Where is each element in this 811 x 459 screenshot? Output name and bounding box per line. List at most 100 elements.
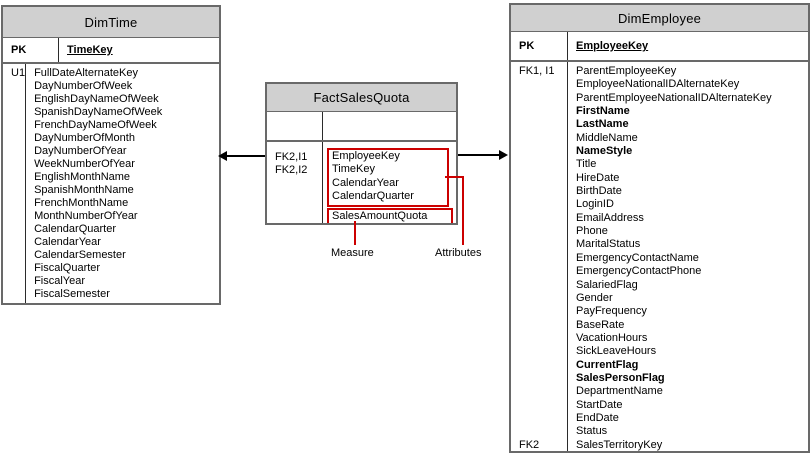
key-label [11, 236, 25, 249]
key-label: U1 [11, 67, 26, 79]
attribute-name: EmployeeNationalIDAlternateKey [576, 78, 740, 91]
attribute-name: ParentEmployeeNationalIDAlternateKey [576, 91, 772, 104]
attribute-name: CalendarQuarter [332, 190, 414, 203]
attribute-name: EmailAddress [576, 211, 644, 224]
attribute-name: BaseRate [576, 318, 625, 331]
key-label [519, 319, 567, 332]
key-label [11, 80, 25, 93]
attribute-name: SalesPersonFlag [576, 371, 665, 384]
key-label [11, 171, 25, 184]
pk-field: TimeKey [58, 38, 219, 62]
key-label [519, 292, 567, 305]
key-label [11, 93, 25, 106]
attribute-name: PayFrequency [576, 305, 647, 318]
attribute-name: EmployeeKey [332, 150, 400, 162]
attribute-name: SpanishMonthName [34, 184, 134, 196]
attribute-name: FiscalSemester [34, 288, 110, 300]
attributes-callout-line-horizontal [445, 176, 464, 178]
table-title: DimEmployee [511, 5, 808, 32]
key-label [519, 345, 567, 358]
attribute-name: FiscalYear [34, 275, 86, 287]
key-label [519, 279, 567, 292]
key-label [519, 305, 567, 318]
key-label [519, 212, 567, 225]
attribute-name: LastName [576, 118, 629, 131]
attribute-name: SickLeaveHours [576, 345, 657, 358]
table-title: FactSalesQuota [267, 84, 456, 112]
key-label [11, 197, 25, 210]
primary-key-row: PK TimeKey [3, 38, 219, 64]
key-column: U1 [3, 64, 25, 303]
measure-highlight-box: SalesAmountQuota [327, 207, 453, 223]
key-label [519, 225, 567, 238]
empty-key-row [267, 112, 456, 142]
attributes-callout-line-vertical [462, 176, 464, 245]
arrow-head-left-icon [218, 151, 227, 161]
attribute-name: FrenchMonthName [34, 197, 129, 209]
attribute-name: EmergencyContactName [576, 251, 699, 264]
pk-label: PK [11, 44, 27, 56]
key-label [519, 92, 567, 105]
key-label [519, 265, 567, 278]
attribute-name: EnglishDayNameOfWeek [34, 93, 159, 105]
measure-callout-line [354, 221, 356, 245]
attribute-name: WeekNumberOfYear [34, 158, 135, 170]
attribute-name: Status [576, 425, 608, 438]
attribute-name: FullDateAlternateKey [34, 67, 139, 79]
attribute-name: Gender [576, 291, 613, 304]
measure-label: Measure [331, 247, 374, 259]
key-label [519, 118, 567, 131]
key-label [519, 158, 567, 171]
attribute-name: ParentEmployeeKey [576, 65, 677, 77]
primary-key-row: PK EmployeeKey [511, 32, 808, 62]
attribute-name: TimeKey [332, 163, 375, 176]
key-label: FK1, I1 [519, 65, 555, 77]
attribute-name: MaritalStatus [576, 238, 641, 251]
attribute-name: BirthDate [576, 185, 622, 198]
attribute-name: HireDate [576, 171, 620, 184]
key-label [11, 119, 25, 132]
table-title: DimTime [3, 7, 219, 38]
key-label: FK2,I2 [275, 164, 308, 177]
attribute-name: FrenchDayNameOfWeek [34, 119, 157, 131]
key-column: FK1, I1 FK2 [511, 62, 567, 451]
empty-field-cell [322, 112, 456, 140]
attribute-name: FiscalQuarter [34, 262, 101, 274]
key-label [519, 238, 567, 251]
key-label [11, 106, 25, 119]
key-label [519, 185, 567, 198]
key-label [11, 288, 25, 301]
key-label [519, 425, 567, 438]
key-label [11, 275, 25, 288]
attribute-name: FirstName [576, 105, 630, 118]
key-label [11, 132, 25, 145]
key-label [519, 105, 567, 118]
attribute-name: DayNumberOfWeek [34, 80, 133, 92]
attribute-name: VacationHours [576, 331, 648, 344]
pk-field: EmployeeKey [567, 32, 808, 60]
attribute-name: LoginID [576, 198, 614, 211]
attribute-name: SalariedFlag [576, 278, 638, 291]
key-label [519, 332, 567, 345]
measure-name: SalesAmountQuota [332, 209, 428, 222]
attribute-name: EnglishMonthName [34, 171, 131, 183]
arrow-head-right-icon [499, 150, 508, 160]
table-dimemployee: DimEmployee PK EmployeeKey FK1, I1 FK2 P… [509, 3, 810, 453]
key-label [519, 412, 567, 425]
key-label [11, 223, 25, 236]
key-label [519, 372, 567, 385]
attribute-name: MonthNumberOfYear [34, 210, 138, 222]
attribute-name: DayNumberOfMonth [34, 132, 135, 144]
key-label [11, 249, 25, 262]
key-label [11, 184, 25, 197]
attribute-name: CalendarSemester [34, 249, 126, 261]
